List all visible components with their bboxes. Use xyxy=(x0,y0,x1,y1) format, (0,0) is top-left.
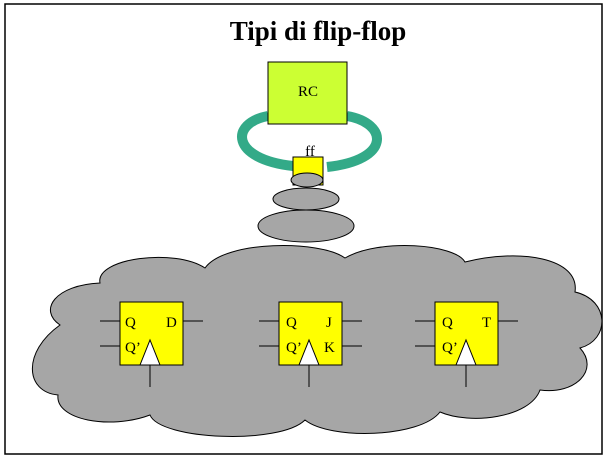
slide-frame xyxy=(4,3,603,455)
output-qnot-label: Q’ xyxy=(125,340,141,356)
flip-flop-d: Q Q’ D xyxy=(100,301,203,387)
output-q-label: Q xyxy=(442,315,453,331)
output-q-label: Q xyxy=(125,315,136,331)
input-j-label: J xyxy=(326,315,332,331)
rc-box xyxy=(267,61,348,125)
clock-triangle xyxy=(298,338,320,366)
stack-ellipse-middle xyxy=(272,187,340,211)
output-qnot-label: Q’ xyxy=(286,340,302,356)
ff-label: ff xyxy=(305,144,315,160)
input-label: D xyxy=(166,315,177,331)
slide-title: Tipi di flip-flop xyxy=(230,16,407,46)
output-qnot-label: Q’ xyxy=(442,340,458,356)
rc-label: RC xyxy=(298,84,318,100)
feedback-ring xyxy=(237,111,382,172)
stack-ellipse-top xyxy=(290,172,324,188)
input-t-label: T xyxy=(482,315,491,331)
flip-flop-t: Q Q’ T xyxy=(415,301,518,387)
clock-triangle xyxy=(139,338,161,366)
clock-triangle xyxy=(455,338,477,366)
stack-ellipse-bottom xyxy=(257,209,355,243)
input-k-label: K xyxy=(324,340,335,356)
output-q-label: Q xyxy=(286,315,297,331)
flip-flop-jk: Q Q’ J K xyxy=(259,301,362,387)
